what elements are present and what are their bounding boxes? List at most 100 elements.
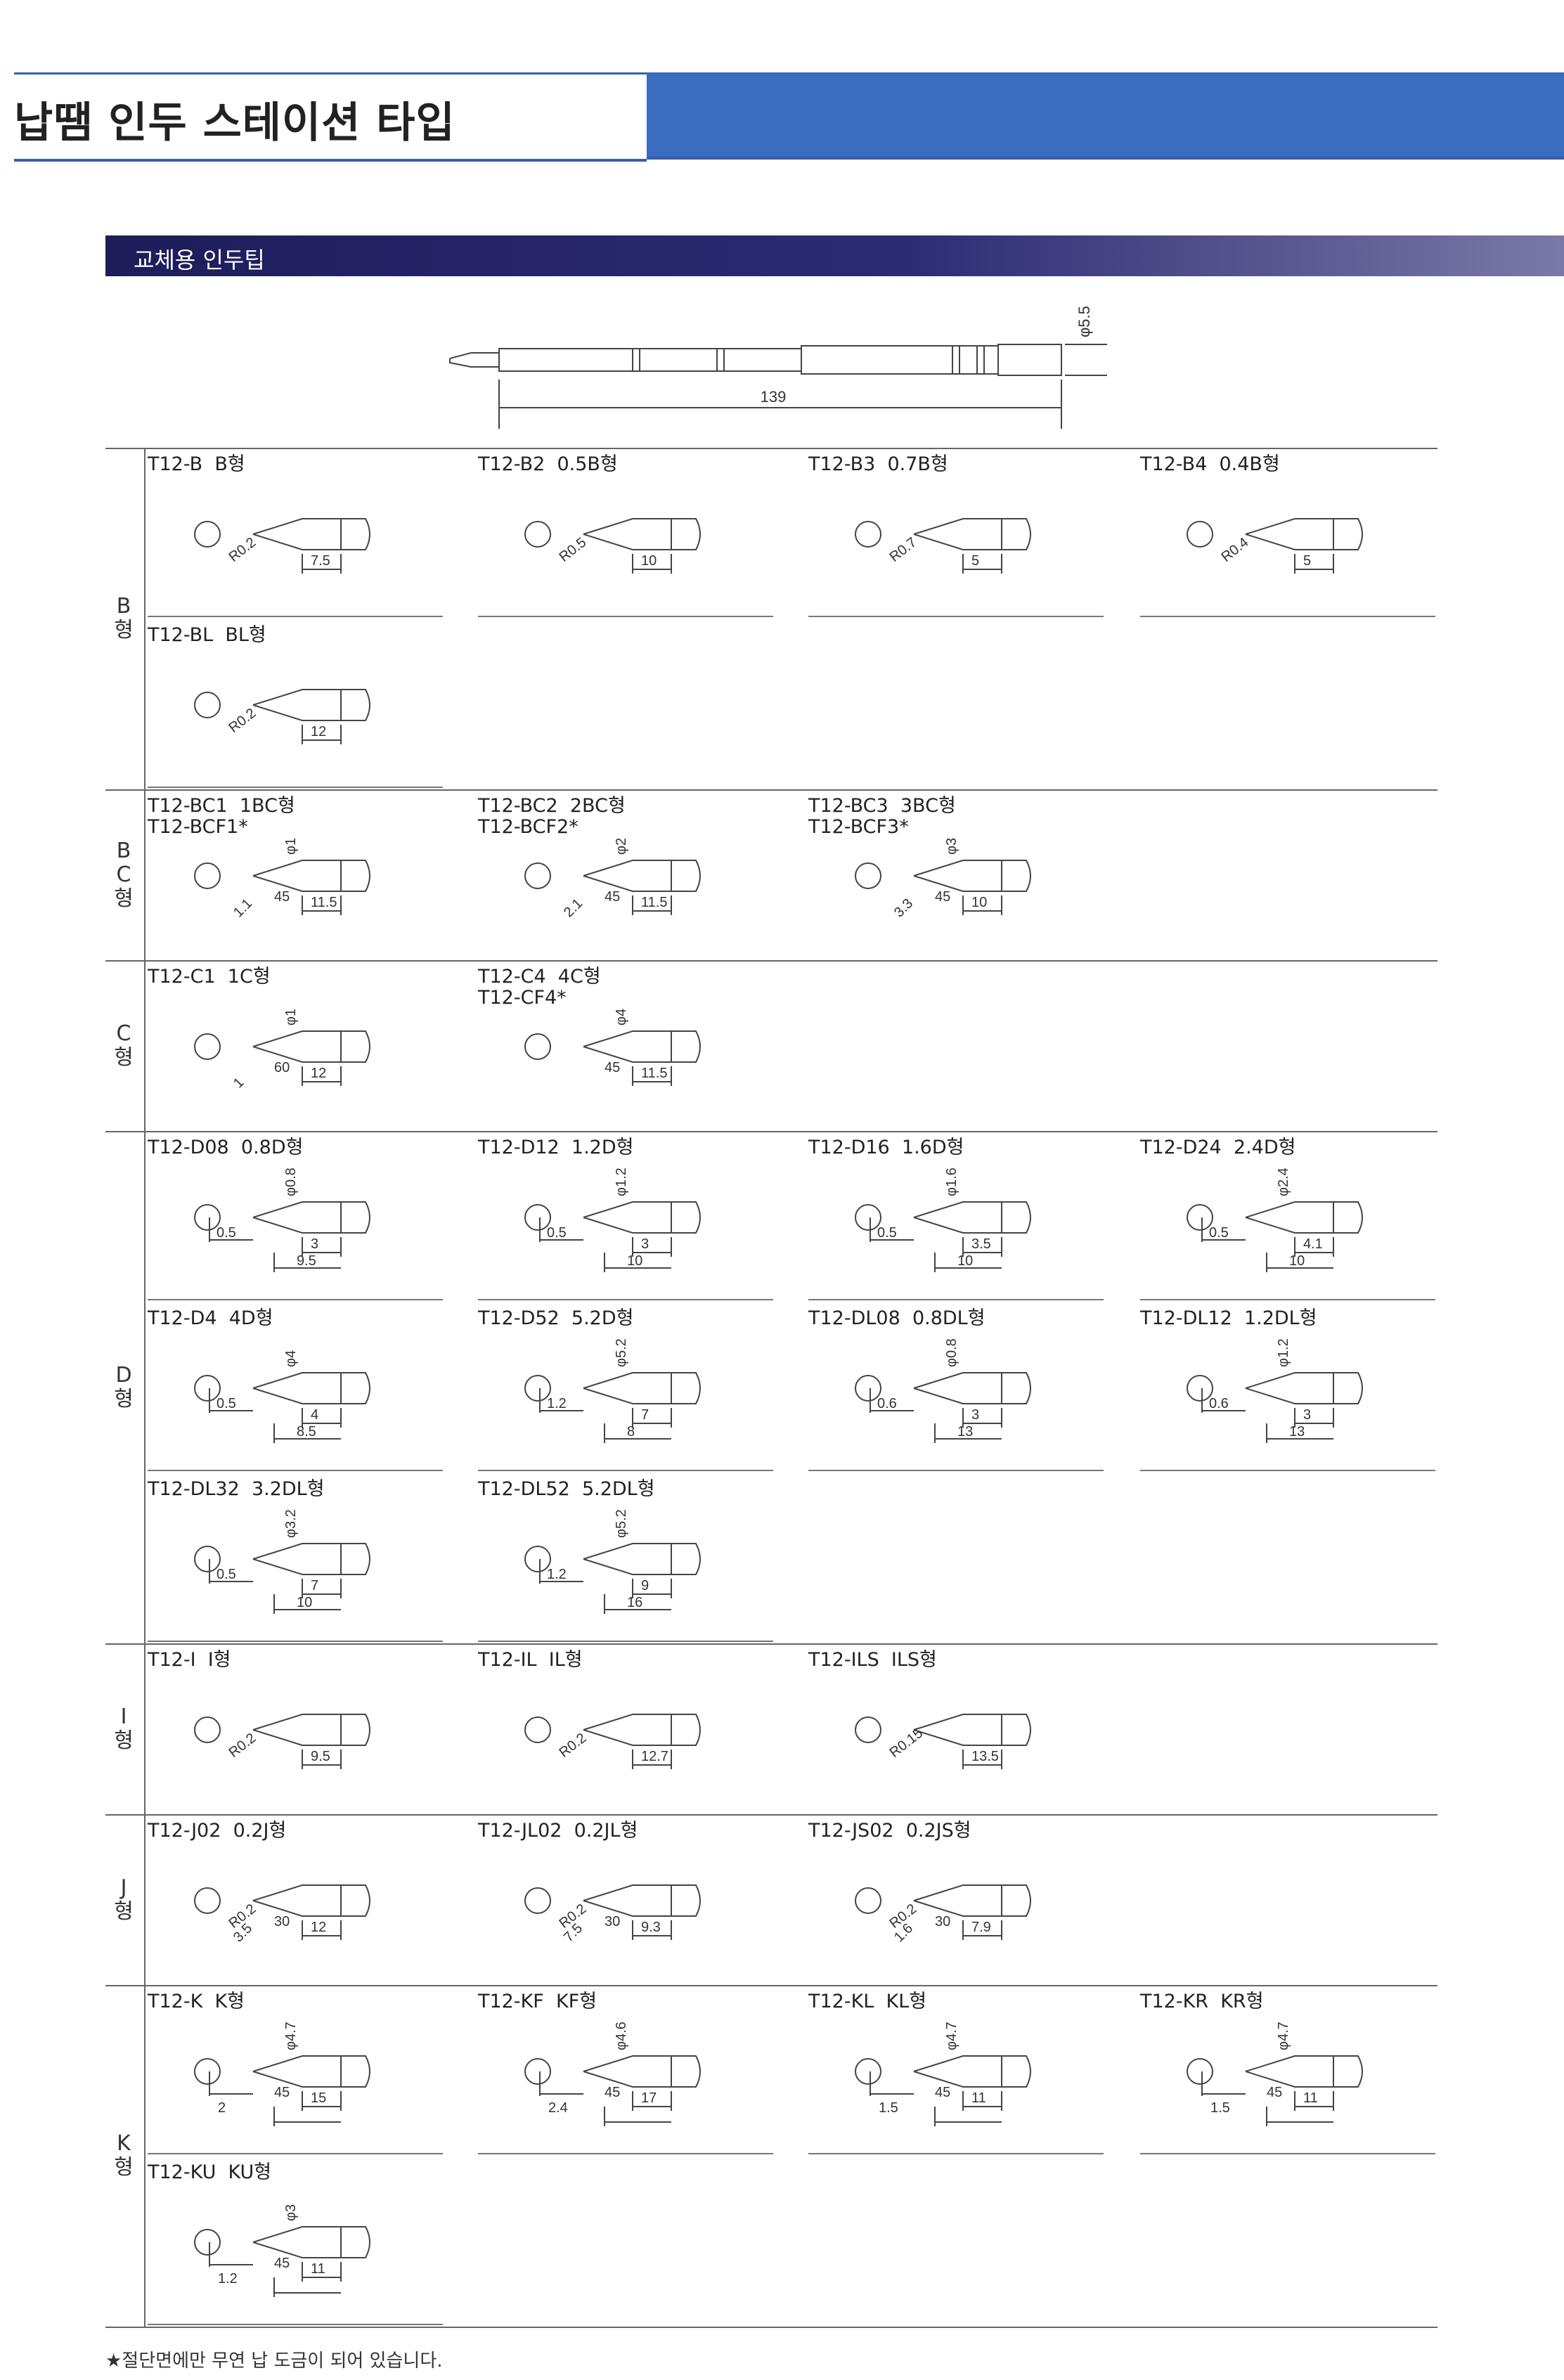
tip-model-name: T12-ILS ILS형: [808, 1649, 937, 1671]
end-view-icon: [855, 1204, 881, 1231]
end-view-icon: [524, 1887, 551, 1914]
tip-shank: [1002, 518, 1031, 550]
row-divider: [105, 1643, 1437, 1645]
tip-profile: [1245, 518, 1334, 550]
cell-underline: [148, 616, 443, 617]
tip-model-name: T12-K K형: [148, 1991, 245, 2012]
cut-label: 3.3: [891, 895, 916, 920]
dimension-label: 8.5: [297, 1424, 316, 1440]
dimension-label: 10: [627, 1253, 642, 1269]
tip-profile: [913, 518, 1002, 550]
tip-model-name: T12-DL32 3.2DL형: [148, 1478, 325, 1500]
cell-underline: [148, 2324, 443, 2325]
tip-shank: [671, 1201, 701, 1234]
tip-model-name: T12-B3 0.7B형: [808, 453, 948, 475]
end-view-icon: [855, 1716, 881, 1743]
tip-model-name: T12-BC3 3BC형 T12-BCF3*: [808, 795, 956, 838]
footnote: ★절단면에만 무연 납 도금이 되어 있습니다.: [105, 2350, 443, 2372]
angle-label: 45: [935, 889, 950, 905]
dimension-label: 0.6: [1209, 1396, 1229, 1411]
tip-model-name: T12-D52 5.2D형: [478, 1307, 634, 1329]
end-view-icon: [855, 1887, 881, 1914]
title-box: 납땜 인두 스테이션 타입: [14, 72, 647, 162]
dimension-label: 0.6: [877, 1396, 897, 1411]
tip-shank: [341, 2055, 370, 2088]
dimension-label: 1.2: [547, 1567, 567, 1582]
dimension-label: 1.2: [218, 2271, 238, 2287]
end-view-icon: [1187, 521, 1213, 548]
end-view-icon: [194, 1716, 221, 1743]
tip-shank: [1002, 860, 1031, 892]
tip-profile: [583, 518, 672, 550]
tip-profile: [913, 1201, 1002, 1234]
tip-model-name: T12-BC2 2BC형 T12-BCF2*: [478, 795, 626, 838]
end-view-icon: [524, 521, 551, 548]
tip-profile: [252, 1372, 342, 1404]
radius-label: R0.15: [887, 1726, 926, 1761]
dimension-label: 7: [641, 1407, 649, 1423]
tip-model-name: T12-DL12 1.2DL형: [1140, 1307, 1317, 1329]
cell-underline: [148, 2153, 443, 2154]
tip-profile: [252, 1030, 342, 1063]
tip-model-name: T12-C4 4C형 T12-CF4*: [478, 966, 601, 1009]
end-view-icon: [1187, 1204, 1213, 1231]
page-header: 납땜 인두 스테이션 타입: [0, 0, 1564, 162]
tip-profile: [913, 860, 1002, 892]
end-view-icon: [194, 1546, 221, 1572]
tip-profile: [913, 2055, 1002, 2088]
dimension-label: 10: [297, 1595, 312, 1610]
tip-model-name: T12-C1 1C형: [148, 966, 271, 988]
tip-profile: [583, 1201, 672, 1234]
row-divider: [105, 1985, 1437, 1986]
angle-label: 45: [274, 2256, 290, 2271]
end-view-icon: [855, 521, 881, 548]
tip-profile: [1245, 2055, 1334, 2088]
row-divider: [105, 789, 1437, 791]
tip-model-name: T12-B4 0.4B형: [1140, 453, 1280, 475]
group-label: B 형: [114, 594, 134, 642]
dimension-label: 12.7: [641, 1749, 668, 1764]
tip-profile: [252, 518, 342, 550]
tip-profile: [583, 2055, 672, 2088]
end-view-icon: [524, 1033, 551, 1060]
dimension-label: 13: [957, 1424, 973, 1440]
end-view-icon: [194, 1375, 221, 1402]
dimension-label: 12: [311, 724, 326, 739]
diameter-label: φ4.7: [1276, 2022, 1291, 2050]
tip-shank: [341, 518, 370, 550]
row-divider: [105, 2327, 1437, 2328]
tip-model-name: T12-D16 1.6D형: [808, 1137, 964, 1158]
dimension-label: 1.5: [879, 2100, 898, 2116]
radius-label: R0.2: [226, 1731, 259, 1761]
tip-shank: [341, 860, 370, 892]
tip-model-name: T12-JS02 0.2JS형: [808, 1820, 971, 1842]
tip-drawing: φ40.548.5: [194, 1350, 370, 1443]
cell-underline: [1140, 2153, 1435, 2154]
tip-profile: [252, 1201, 342, 1234]
tip-profile: [913, 1714, 1002, 1746]
tip-model-name: T12-BC1 1BC형 T12-BCF1*: [148, 795, 295, 838]
dimension-label: 11.5: [641, 895, 667, 910]
tip-model-name: T12-JL02 0.2JL형: [478, 1820, 638, 1842]
end-view-icon: [194, 692, 221, 718]
cell-underline: [478, 1470, 773, 1471]
